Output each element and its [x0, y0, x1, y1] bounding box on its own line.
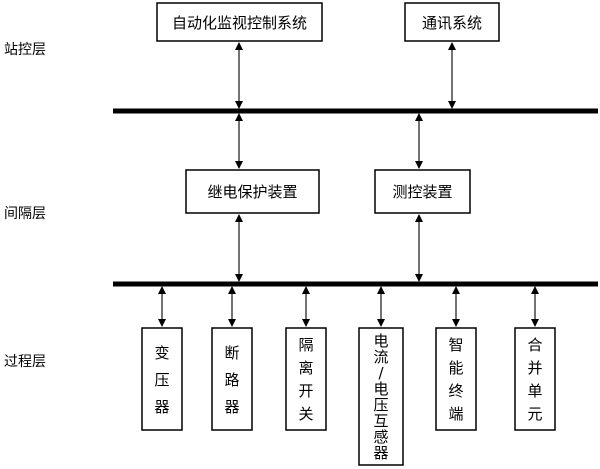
ctvt-char-4: 电: [373, 380, 388, 398]
disconnector-char-2: 离: [298, 359, 313, 377]
smart-terminal-box: 智 能 终 端: [435, 327, 477, 431]
breaker-char-1: 断: [224, 344, 239, 362]
measure-control-label: 测控装置: [392, 183, 452, 201]
relay-protection-box: 继电保护装置: [185, 169, 320, 214]
breaker-char-3: 器: [224, 398, 239, 416]
automation-system-label: 自动化监视控制系统: [172, 14, 307, 32]
layer-label-process: 过程层: [4, 354, 46, 370]
smart-terminal-char-1: 智: [448, 336, 463, 354]
transformer-char-2: 压: [154, 371, 169, 389]
merging-unit-box: 合 并 单 元: [514, 327, 556, 431]
breaker-char-2: 路: [224, 371, 239, 389]
relay-protection-label: 继电保护装置: [207, 183, 297, 201]
merging-unit-char-2: 并: [527, 359, 542, 377]
disconnector-char-3: 开: [298, 382, 313, 400]
transformer-char-3: 器: [154, 398, 169, 416]
ctvt-char-2: 流: [373, 348, 388, 366]
transformer-box: 变 压 器: [141, 327, 183, 431]
ctvt-char-6: 互: [373, 412, 388, 430]
ctvt-box: 电 流 / 电 压 互 感 器: [358, 327, 404, 466]
transformer-char-1: 变: [154, 344, 169, 362]
breaker-box: 断 路 器: [211, 327, 253, 431]
ctvt-char-7: 感: [373, 428, 388, 446]
ctvt-char-3: /: [378, 364, 384, 382]
comm-system-label: 通讯系统: [422, 14, 482, 32]
ctvt-char-5: 压: [373, 396, 388, 414]
automation-system-box: 自动化监视控制系统: [156, 2, 323, 42]
merging-unit-char-1: 合: [527, 336, 542, 354]
merging-unit-char-3: 单: [527, 382, 542, 400]
smart-terminal-char-3: 终: [448, 382, 463, 400]
layer-label-bay: 间隔层: [4, 206, 46, 222]
comm-system-box: 通讯系统: [404, 2, 500, 42]
ctvt-char-8: 器: [373, 444, 388, 462]
ctvt-char-1: 电: [373, 332, 388, 350]
measure-control-box: 测控装置: [374, 169, 471, 214]
disconnector-box: 隔 离 开 关: [285, 327, 327, 431]
layer-label-station: 站控层: [4, 42, 46, 58]
disconnector-char-1: 隔: [298, 336, 313, 354]
smart-terminal-char-2: 能: [448, 359, 463, 377]
disconnector-char-4: 关: [298, 405, 313, 423]
merging-unit-char-4: 元: [527, 405, 542, 423]
smart-terminal-char-4: 端: [448, 405, 463, 423]
